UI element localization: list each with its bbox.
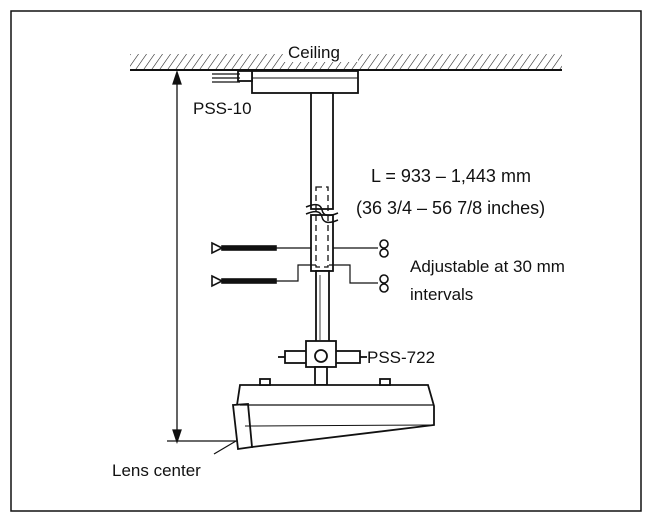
frame	[10, 10, 642, 512]
cable	[212, 73, 240, 83]
lens-center-label: Lens center	[112, 461, 201, 480]
lens-center-leader	[213, 440, 237, 455]
ceiling-label: Ceiling	[288, 43, 340, 62]
inner-pipe-hidden	[315, 186, 329, 268]
dimension-line	[167, 69, 250, 445]
wing-screw-left-lower	[211, 264, 316, 288]
projector	[231, 378, 435, 451]
pss-10-label: PSS-10	[193, 99, 252, 118]
ceiling-label-bg	[284, 40, 358, 62]
inner-pipe	[315, 270, 330, 344]
wing-screw-left-upper	[211, 241, 311, 255]
pss-10-bracket	[237, 70, 359, 94]
pipe-break-lower	[305, 210, 339, 224]
adjustable-label-line1: Adjustable at 30 mm	[410, 257, 565, 276]
clip-right-upper	[333, 239, 389, 258]
length-mm-label: L = 933 – 1,443 mm	[371, 166, 531, 186]
clip-right-lower	[329, 264, 389, 293]
outer-pipe	[310, 92, 334, 272]
pss-722-mount	[278, 340, 367, 386]
pss-722-label: PSS-722	[367, 348, 435, 367]
length-inches-label: (36 3/4 – 56 7/8 inches)	[356, 198, 545, 218]
adjustable-label-line2: intervals	[410, 285, 473, 304]
pipe-break-upper	[305, 203, 339, 217]
